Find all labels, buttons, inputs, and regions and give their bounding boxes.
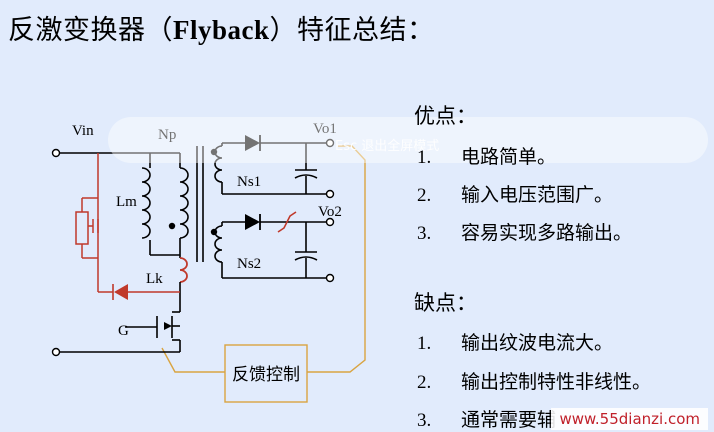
cons-item: 1.输出纹波电流大。 xyxy=(417,332,614,354)
snubber-diode xyxy=(114,284,128,300)
np-label: Np xyxy=(158,127,176,143)
mosfet-arrow xyxy=(164,322,172,330)
ground-terminal xyxy=(51,347,61,357)
vo1-label: Vo1 xyxy=(313,121,337,137)
secondary-1-diode xyxy=(245,135,260,151)
primary-wires xyxy=(57,152,181,353)
lm-label: Lm xyxy=(116,194,137,210)
snubber-circuit xyxy=(75,153,180,293)
cons-item: 2.输出控制特性非线性。 xyxy=(417,371,652,393)
vin-label: Vin xyxy=(72,123,94,139)
secondary-2 xyxy=(214,221,328,279)
ns1-label: Ns1 xyxy=(237,174,261,190)
feedback-label: 反馈控制 xyxy=(232,365,300,385)
pros-heading: 优点： xyxy=(414,104,477,128)
lm-inductor xyxy=(141,167,151,239)
fullscreen-hint-text: Esc 退出全屏模式 xyxy=(335,139,440,154)
pros-item: 3.容易实现多路输出。 xyxy=(417,222,633,244)
feedback-wires xyxy=(161,145,366,373)
primary-dot xyxy=(168,222,176,230)
cons-item: 3.通常需要辅 xyxy=(417,409,557,431)
fullscreen-hint-bar xyxy=(108,117,708,163)
vin-terminal xyxy=(51,148,61,158)
vo1-terminal xyxy=(325,138,335,148)
lk-label: Lk xyxy=(146,271,163,287)
cons-heading: 缺点： xyxy=(414,291,477,315)
site-watermark: www.55dianzi.com xyxy=(551,408,708,430)
g-label: G xyxy=(118,323,129,339)
lk-inductor xyxy=(179,257,188,283)
secondary-2-diode xyxy=(245,214,260,230)
page-title: 反激变换器（Flyback）特征总结： xyxy=(8,15,435,46)
feedback-box xyxy=(224,344,308,403)
vo2-label: Vo2 xyxy=(318,204,342,220)
pros-item: 1.电路简单。 xyxy=(417,146,557,168)
vo2-terminal xyxy=(325,217,335,227)
pros-item: 2.输入电压范围广。 xyxy=(417,184,614,206)
ns2-label: Ns2 xyxy=(237,256,261,272)
np-winding xyxy=(179,167,189,239)
saturable-reactor-mark xyxy=(277,211,297,233)
